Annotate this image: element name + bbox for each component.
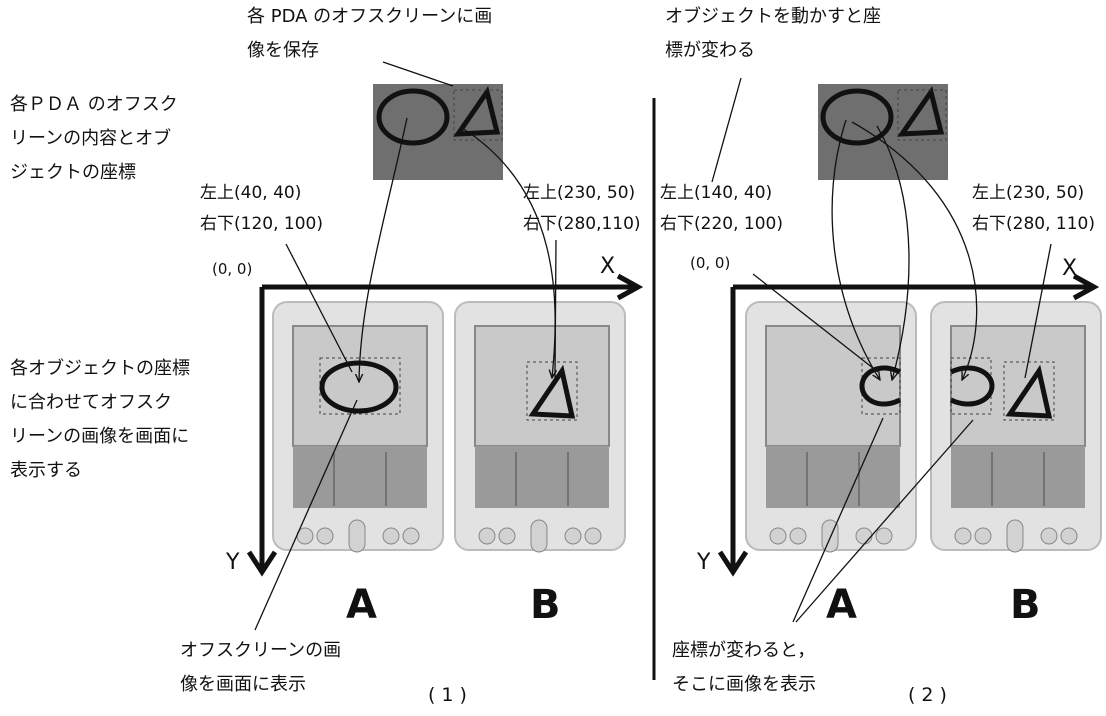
origin-label-2: (0, 0): [690, 254, 730, 272]
panel-caption-2: (2): [908, 684, 953, 706]
pda-label-b-2: B: [1010, 582, 1041, 628]
offscreen-image-2: [818, 84, 948, 180]
pda-label-b-1: B: [530, 582, 561, 628]
y-axis-label-2: Y: [697, 550, 710, 575]
coords-a-1: 左上(40, 40) 右下(120, 100): [200, 178, 323, 240]
x-axis-label-2: X: [1062, 256, 1077, 281]
coords-b-1: 左上(230, 50) 右下(280,110): [523, 178, 641, 240]
callout-offscreen-contents: 各ＰＤＡ のオフスク リーンの内容とオブ ジェクトの座標: [10, 88, 178, 190]
callout-offscreen-save: 各 PDA のオフスクリーンに画 像を保存: [247, 0, 492, 68]
pda-a-1: [273, 302, 443, 552]
coords-a-2: 左上(140, 40) 右下(220, 100): [660, 178, 783, 240]
panel-caption-1: (1): [428, 684, 473, 706]
pda-b-1: [455, 302, 625, 552]
x-axis-label-1: X: [600, 254, 615, 279]
callout-display-by-coords: 各オブジェクトの座標 に合わせてオフスク リーンの画像を画面に 表示する: [10, 352, 190, 488]
y-axis-label-1: Y: [226, 550, 239, 575]
pda-label-a-2: A: [826, 582, 857, 628]
coords-b-2: 左上(230, 50) 右下(280, 110): [972, 178, 1095, 240]
pda-label-a-1: A: [346, 582, 377, 628]
pda-b-2: [931, 302, 1101, 552]
callout-move-object: オブジェクトを動かすと座 標が変わる: [665, 0, 881, 68]
origin-label-1: (0, 0): [212, 260, 252, 278]
callout-coords-change: 座標が変わると， そこに画像を表示: [672, 634, 816, 702]
callout-show-offscreen: オフスクリーンの画 像を画面に表示: [180, 634, 341, 702]
offscreen-image-1: [373, 84, 503, 180]
